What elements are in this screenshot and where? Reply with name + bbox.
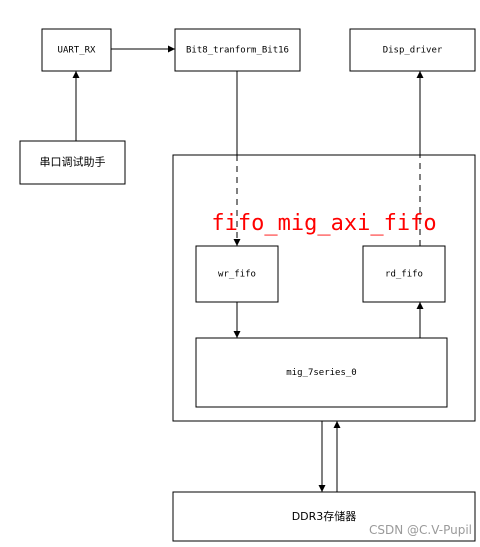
rd-fifo-block: rd_fifo	[362, 245, 446, 303]
serial-assistant-block: 串口调试助手	[19, 140, 126, 185]
serial-assistant-label: 串口调试助手	[40, 155, 106, 169]
csdn-watermark: CSDN @C.V-Pupil	[369, 523, 472, 537]
rd-fifo-label: rd_fifo	[385, 270, 423, 280]
wr-fifo-block: wr_fifo	[195, 245, 279, 303]
ddr3-block: DDR3存储器	[172, 491, 476, 542]
bit8-transform-bit16-label: Bit8_tranform_Bit16	[186, 46, 289, 56]
disp-driver-label: Disp_driver	[383, 46, 443, 56]
fifo-mig-axi-fifo-title: fifo_mig_axi_fifo	[211, 211, 436, 236]
mig-7series-label: mig_7series_0	[286, 368, 356, 378]
uart-rx-label: UART_RX	[58, 46, 97, 56]
mig-7series-block: mig_7series_0	[195, 337, 448, 408]
ddr3-label: DDR3存储器	[292, 509, 357, 523]
wr-fifo-label: wr_fifo	[218, 270, 256, 280]
uart-rx-block: UART_RX	[41, 28, 112, 72]
bit8-transform-bit16-block: Bit8_tranform_Bit16	[174, 28, 301, 72]
disp-driver-block: Disp_driver	[349, 28, 476, 72]
